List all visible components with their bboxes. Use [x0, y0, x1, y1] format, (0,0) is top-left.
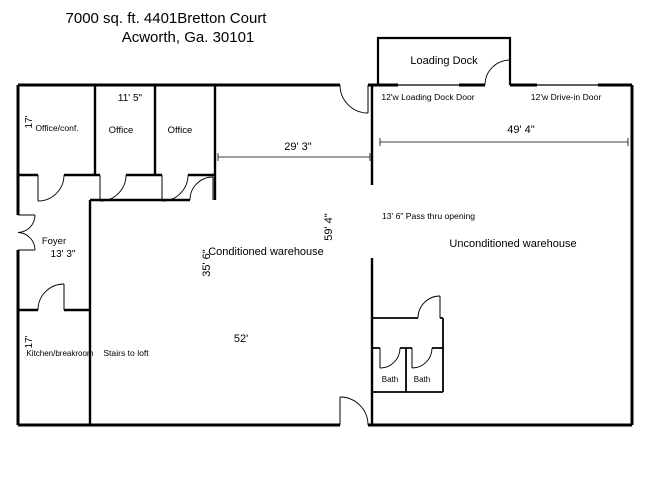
- room-label-stairs-to-loft: Stairs to loft: [103, 348, 149, 358]
- bathroom-walls: [372, 317, 444, 393]
- room-label-conditioned-warehouse: Conditioned warehouse: [208, 246, 324, 258]
- door-label-loading-dock-door: 12'w Loading Dock Door: [381, 92, 474, 102]
- dim-label-office-conf-depth: 17': [24, 115, 35, 128]
- walls: [16, 36, 634, 427]
- interior-walls: [18, 85, 374, 425]
- room-label-kitchen-breakroom: Kitchen/breakroom: [26, 349, 93, 358]
- room-label-foyer: Foyer: [42, 236, 66, 247]
- dim-label-office-width: 11' 5": [118, 93, 143, 104]
- dimension-lines: [217, 138, 629, 161]
- room-label-office-a: Office: [109, 125, 134, 136]
- dim-label-kitchen-depth: 17': [24, 335, 35, 348]
- door-leaves: [18, 60, 511, 425]
- labels: 7000 sq. ft. 4401Bretton Court Acworth, …: [24, 10, 601, 384]
- dim-label-unconditioned-width: 49' 4": [507, 124, 535, 136]
- room-label-loading-dock: Loading Dock: [410, 55, 478, 67]
- outer-walls: [16, 83, 634, 427]
- door-label-drive-in-door: 12'w Drive-in Door: [531, 92, 602, 102]
- room-label-office-conf: Office/conf.: [35, 123, 78, 133]
- room-label-office-b: Office: [168, 125, 193, 136]
- dimension-line-segments: [217, 138, 629, 161]
- dim-label-conditioned-mid-width: 35' 6": [201, 249, 213, 277]
- door-swings: [17, 59, 511, 426]
- room-label-bath-a: Bath: [382, 375, 398, 384]
- page-title-line2: Acworth, Ga. 30101: [122, 29, 255, 46]
- dim-label-conditioned-lower-width: 52': [234, 333, 248, 345]
- door-arcs: [17, 59, 511, 426]
- door-label-pass-thru-opening: 13' 6" Pass thru opening: [382, 211, 475, 221]
- room-label-bath-b: Bath: [414, 375, 430, 384]
- page-title-line1: 7000 sq. ft. 4401Bretton Court: [66, 10, 268, 27]
- room-label-unconditioned-warehouse: Unconditioned warehouse: [449, 238, 576, 250]
- dim-label-foyer-width: 13' 3": [51, 249, 76, 260]
- dim-label-conditioned-upper-width: 29' 3": [284, 141, 312, 153]
- dim-label-conditioned-length: 59' 4": [323, 213, 335, 241]
